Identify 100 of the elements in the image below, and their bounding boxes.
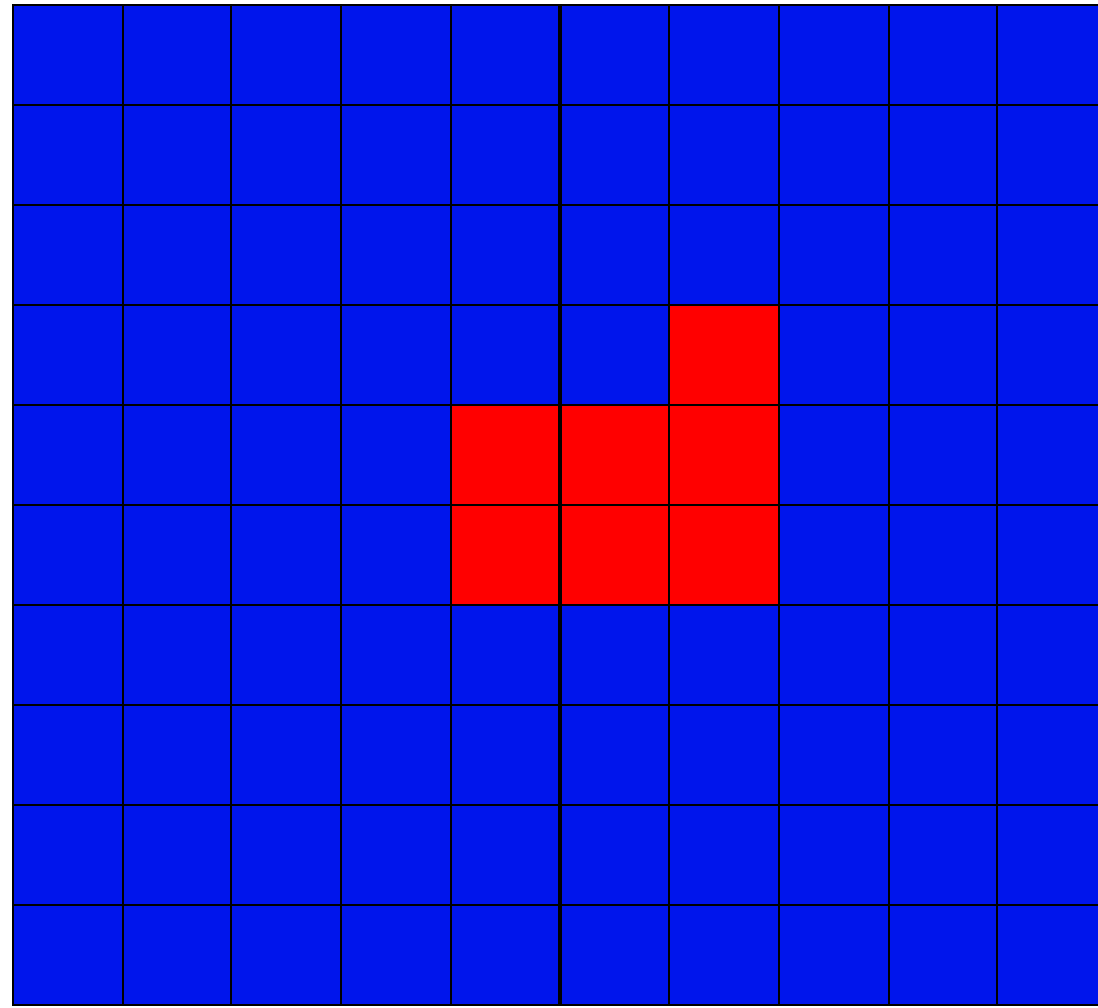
grid-square xyxy=(887,804,999,906)
grid-square xyxy=(340,504,452,606)
grid-square xyxy=(668,904,780,1006)
grid-square xyxy=(887,704,999,806)
grid-square xyxy=(996,4,1098,106)
grid-square xyxy=(668,104,780,206)
grid-square xyxy=(12,4,124,106)
grid-square xyxy=(230,404,343,506)
grid-square xyxy=(777,104,890,206)
grid-square xyxy=(340,904,452,1006)
grid-square xyxy=(668,404,780,506)
grid-square xyxy=(121,604,233,706)
grid-square xyxy=(996,604,1098,706)
grid-square xyxy=(230,504,343,606)
grid-square xyxy=(12,304,124,406)
grid-square xyxy=(449,704,561,806)
grid-square xyxy=(996,704,1098,806)
grid-square xyxy=(668,804,780,906)
grid-square xyxy=(996,304,1098,406)
grid-square xyxy=(449,104,561,206)
grid-square xyxy=(449,804,561,906)
grid-square xyxy=(887,304,999,406)
grid-square xyxy=(12,104,124,206)
grid-square xyxy=(996,904,1098,1006)
grid-square xyxy=(559,204,671,306)
grid-square xyxy=(668,604,780,706)
grid-square xyxy=(121,104,233,206)
grid-square xyxy=(887,4,999,106)
grid-square xyxy=(230,604,343,706)
grid-square xyxy=(230,304,343,406)
grid-square xyxy=(777,4,890,106)
grid-square xyxy=(559,4,671,106)
grid-square xyxy=(121,4,233,106)
grid-square xyxy=(559,504,671,606)
grid-square xyxy=(668,4,780,106)
grid-square xyxy=(668,504,780,606)
grid-square xyxy=(996,104,1098,206)
grid-square xyxy=(121,304,233,406)
grid-square xyxy=(121,904,233,1006)
grid-square xyxy=(449,4,561,106)
grid-square xyxy=(559,704,671,806)
grid-square xyxy=(340,4,452,106)
grid-square xyxy=(559,404,671,506)
grid-square xyxy=(996,804,1098,906)
grid-square xyxy=(777,304,890,406)
grid-square xyxy=(12,904,124,1006)
grid-square xyxy=(777,204,890,306)
grid-square xyxy=(449,904,561,1006)
grid-square xyxy=(777,904,890,1006)
grid-square xyxy=(887,204,999,306)
grid-square xyxy=(668,204,780,306)
grid-square xyxy=(12,804,124,906)
grid-square xyxy=(340,604,452,706)
grid-square xyxy=(121,404,233,506)
grid-square xyxy=(449,204,561,306)
grid-square xyxy=(777,404,890,506)
grid-square xyxy=(559,304,671,406)
grid-square xyxy=(449,404,561,506)
grid-square xyxy=(887,904,999,1006)
grid-square xyxy=(449,304,561,406)
grid-square xyxy=(340,104,452,206)
grid-square xyxy=(230,804,343,906)
grid-square xyxy=(887,504,999,606)
grid-square xyxy=(559,604,671,706)
grid-square xyxy=(12,604,124,706)
grid-square xyxy=(230,204,343,306)
grid-square xyxy=(230,104,343,206)
grid-square xyxy=(777,604,890,706)
grid-square xyxy=(777,804,890,906)
grid-square xyxy=(559,104,671,206)
grid-square xyxy=(559,804,671,906)
grid-square xyxy=(996,404,1098,506)
grid-square xyxy=(340,704,452,806)
grid-square xyxy=(12,404,124,506)
grid-square xyxy=(230,4,343,106)
grid-square xyxy=(121,804,233,906)
grid-square xyxy=(12,204,124,306)
grid-square xyxy=(12,504,124,606)
grid-square xyxy=(887,404,999,506)
grid-square xyxy=(12,704,124,806)
grid-square xyxy=(340,804,452,906)
grid-square xyxy=(340,404,452,506)
grid-square xyxy=(121,504,233,606)
grid-square xyxy=(230,904,343,1006)
grid-square xyxy=(668,304,780,406)
grid-square xyxy=(887,104,999,206)
grid-square xyxy=(559,904,671,1006)
grid-square xyxy=(340,304,452,406)
grid-square xyxy=(996,504,1098,606)
grid-square xyxy=(777,504,890,606)
grid-square xyxy=(121,204,233,306)
grid-square xyxy=(668,704,780,806)
grid-square xyxy=(996,204,1098,306)
grid-square xyxy=(449,604,561,706)
grid-square xyxy=(121,704,233,806)
grid-square xyxy=(449,504,561,606)
grid-square xyxy=(887,604,999,706)
grid-square xyxy=(777,704,890,806)
grid-square xyxy=(230,704,343,806)
grid-square xyxy=(340,204,452,306)
